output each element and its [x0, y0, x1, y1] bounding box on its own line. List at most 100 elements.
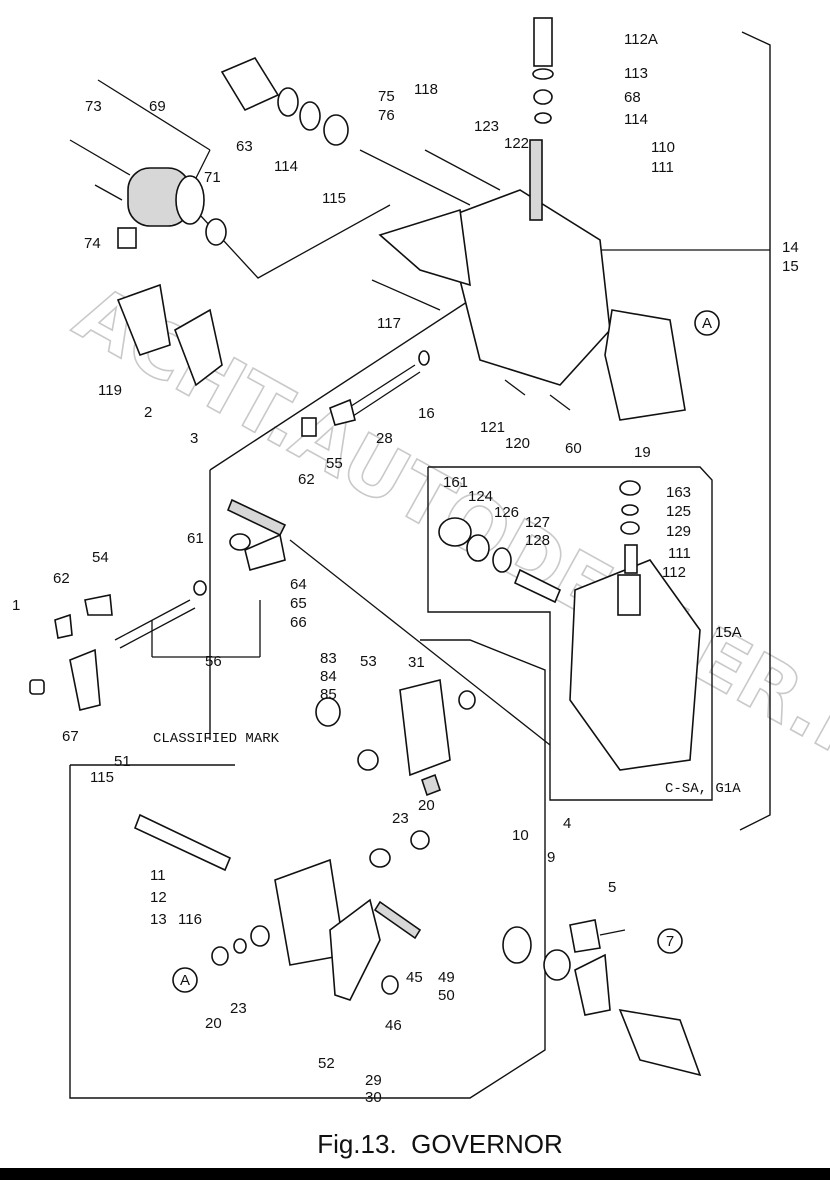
- part-label: 113: [624, 65, 648, 82]
- part-label: 114: [624, 111, 648, 128]
- adjuster-parts: [502, 919, 702, 1077]
- part-label: 52: [318, 1055, 335, 1072]
- part-label: 23: [392, 810, 409, 827]
- part-label: 28: [376, 430, 393, 447]
- part-label: 114: [274, 158, 298, 175]
- part-label: 12: [150, 889, 167, 906]
- part-label: 128: [525, 532, 550, 549]
- part-label: 83: [320, 650, 337, 667]
- lever-parts: [29, 594, 113, 711]
- part-label: 124: [468, 488, 493, 505]
- part-label: 67: [62, 728, 79, 745]
- part-label: 46: [385, 1017, 402, 1034]
- part-label: 76: [378, 107, 395, 124]
- part-label: 2: [144, 404, 152, 421]
- part-label: 9: [547, 849, 555, 866]
- part-label: 3: [190, 430, 198, 447]
- part-label: 1: [12, 597, 20, 614]
- figure-caption: Fig.13. GOVERNOR: [317, 1129, 563, 1159]
- inset-variant-parts: [438, 480, 701, 771]
- part-label: 11: [150, 867, 166, 884]
- gasket-plates: [116, 283, 223, 387]
- part-label: 74: [84, 235, 101, 252]
- callout-markers: [172, 310, 720, 993]
- part-label: 69: [149, 98, 166, 115]
- frame-lines: [69, 31, 771, 1099]
- part-label: 23: [230, 1000, 247, 1017]
- part-label: 56: [205, 653, 222, 670]
- part-label: 49: [438, 969, 455, 986]
- part-label: 14: [782, 239, 799, 256]
- part-label: 16: [418, 405, 435, 422]
- shaft-parts: [114, 350, 430, 649]
- callout-a-upper: [694, 310, 720, 336]
- part-label: 62: [53, 570, 70, 587]
- part-label: 112: [662, 564, 686, 581]
- part-label: 15: [782, 258, 799, 275]
- governor-housing: [359, 139, 686, 421]
- part-label: 161: [443, 474, 468, 491]
- part-label: 63: [236, 138, 253, 155]
- part-label: 125: [666, 503, 691, 520]
- part-label: 61: [187, 530, 204, 547]
- part-label: 116: [178, 911, 202, 928]
- part-label: 111: [651, 159, 674, 176]
- part-label: 117: [377, 315, 401, 332]
- top-stack-parts: [532, 17, 554, 124]
- callout-a-lower-label: A: [180, 972, 190, 989]
- part-label: 115: [322, 190, 346, 207]
- part-label: 123: [474, 118, 499, 135]
- part-label: 20: [205, 1015, 222, 1032]
- part-label: 62: [298, 471, 315, 488]
- part-label: 118: [414, 81, 438, 98]
- part-label: 129: [666, 523, 691, 540]
- part-label: 54: [92, 549, 109, 566]
- part-label: 66: [290, 614, 307, 631]
- part-label: 119: [98, 382, 122, 399]
- lower-lever-parts: [133, 679, 476, 1001]
- part-label: 112A: [624, 31, 658, 48]
- part-label: 10: [512, 827, 529, 844]
- bottom-border: [0, 1168, 830, 1180]
- part-label: 84: [320, 668, 337, 685]
- part-label: 64: [290, 576, 307, 593]
- part-label: 19: [634, 444, 651, 461]
- part-label: 65: [290, 595, 307, 612]
- part-label: 53: [360, 653, 377, 670]
- callout-a-upper-label: A: [702, 315, 712, 332]
- part-label: 4: [563, 815, 571, 832]
- part-label: 31: [408, 654, 425, 671]
- part-label: 55: [326, 455, 343, 472]
- part-label: 50: [438, 987, 455, 1004]
- part-label: 121: [480, 419, 505, 436]
- part-label: 29: [365, 1072, 382, 1089]
- callout-a-lower: [172, 967, 198, 993]
- part-label: 15A: [715, 624, 742, 641]
- part-label: 120: [505, 435, 530, 452]
- solenoid-assembly: [69, 139, 227, 249]
- part-label: 51: [114, 753, 131, 770]
- callout-seven: [657, 928, 683, 954]
- part-label: 73: [85, 98, 102, 115]
- callout-seven-label: 7: [666, 933, 674, 950]
- part-label: 115: [90, 769, 114, 786]
- part-label: 45: [406, 969, 423, 986]
- part-labels: 1 2 3 4 5 9 10 11 12 13 14 15 15A 16 19 …: [12, 31, 799, 1106]
- part-label: 13: [150, 911, 167, 928]
- part-label: 85: [320, 686, 337, 703]
- part-label: 75: [378, 88, 395, 105]
- part-label: 60: [565, 440, 582, 457]
- part-label: 30: [365, 1089, 382, 1106]
- variant-label: C-SA, G1A: [665, 781, 741, 797]
- classified-mark-label: CLASSIFIED MARK: [153, 731, 280, 747]
- sleeve-parts: [220, 56, 349, 146]
- part-label: 111: [668, 545, 691, 562]
- part-label: 5: [608, 879, 616, 896]
- part-label: 71: [204, 169, 221, 186]
- part-label: 122: [504, 135, 529, 152]
- part-label: 110: [651, 139, 675, 156]
- part-label: 20: [418, 797, 435, 814]
- part-label: 163: [666, 484, 691, 501]
- part-label: 126: [494, 504, 519, 521]
